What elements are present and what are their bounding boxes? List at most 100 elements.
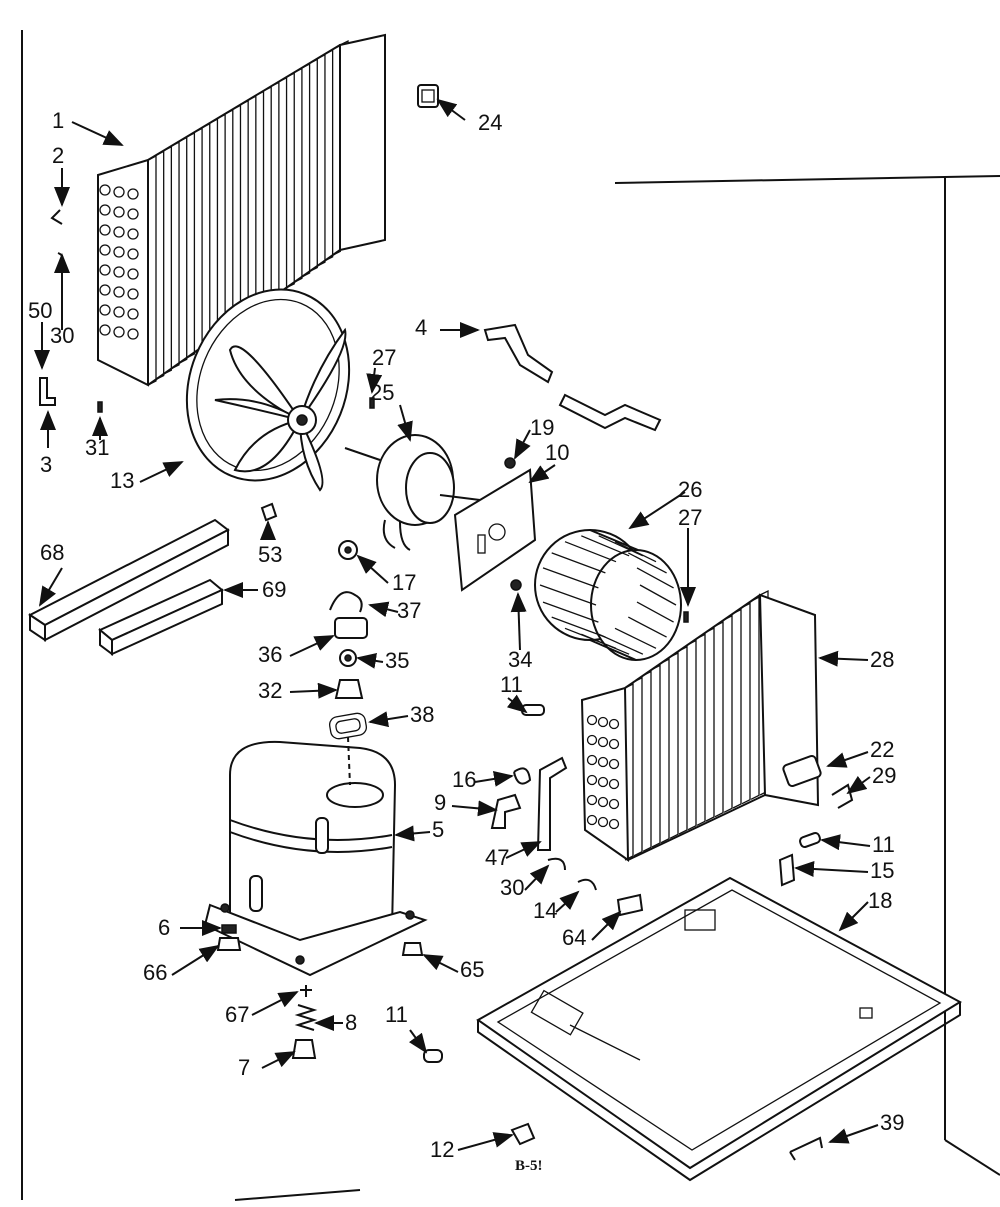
blower-vane bbox=[627, 552, 667, 574]
coil-fin bbox=[270, 81, 280, 300]
part-8-spring bbox=[294, 1004, 318, 1031]
tube-end bbox=[597, 756, 609, 768]
coil-fin bbox=[669, 651, 679, 839]
blower-vane bbox=[627, 616, 667, 638]
coil-fin bbox=[193, 127, 203, 354]
part-24-clip bbox=[417, 84, 439, 108]
tube-end bbox=[608, 718, 620, 730]
leader-line bbox=[408, 1029, 428, 1054]
tube-end bbox=[113, 266, 125, 278]
label-26: 26 bbox=[678, 477, 702, 502]
leader-line bbox=[366, 367, 383, 394]
base-pan bbox=[476, 876, 963, 1182]
coil-fin bbox=[750, 596, 760, 800]
label-11-mid: 11 bbox=[872, 832, 895, 857]
part-53-grommet bbox=[260, 502, 278, 522]
coil-fin bbox=[247, 95, 257, 316]
leader-line bbox=[356, 554, 389, 584]
coil-fin bbox=[687, 639, 697, 831]
part-66-mount bbox=[216, 937, 242, 951]
label-35: 35 bbox=[385, 648, 409, 673]
leader-line bbox=[828, 1124, 879, 1144]
tube-end bbox=[113, 186, 125, 198]
part-27-clip-upper bbox=[369, 397, 375, 409]
leader-line bbox=[510, 592, 527, 651]
part-68-strip bbox=[28, 518, 230, 642]
label-11-upper: 11 bbox=[500, 672, 523, 697]
blower-vane bbox=[639, 584, 677, 606]
tube-end bbox=[586, 774, 598, 786]
part-37-clamp bbox=[329, 591, 363, 613]
coil-fin bbox=[651, 664, 661, 848]
leader-line bbox=[368, 601, 399, 618]
tube-end bbox=[586, 754, 598, 766]
label-3: 3 bbox=[40, 452, 52, 477]
tube-end bbox=[127, 208, 139, 220]
part-47-tube bbox=[536, 756, 568, 851]
coil-fin bbox=[186, 131, 196, 359]
label-66: 66 bbox=[143, 960, 167, 985]
coil-fin bbox=[209, 118, 219, 343]
coil-fin bbox=[278, 76, 288, 294]
label-38: 38 bbox=[410, 702, 434, 727]
leader-line bbox=[506, 694, 528, 714]
leader-line bbox=[555, 890, 580, 913]
label-69: 69 bbox=[262, 577, 286, 602]
label-25: 25 bbox=[370, 380, 394, 405]
label-68: 68 bbox=[40, 540, 64, 565]
tube-end bbox=[113, 206, 125, 218]
coil-fin bbox=[723, 614, 733, 813]
tube-end bbox=[586, 814, 598, 826]
blower-vane bbox=[614, 627, 657, 649]
tube-end bbox=[597, 716, 609, 728]
tube-end bbox=[586, 714, 598, 726]
leader-line bbox=[251, 991, 299, 1016]
coil-fin bbox=[293, 67, 303, 283]
part-2-clip bbox=[50, 209, 63, 225]
tube-end bbox=[127, 188, 139, 200]
label-53: 53 bbox=[258, 542, 282, 567]
label-36: 36 bbox=[258, 642, 282, 667]
coil-fin bbox=[678, 645, 688, 835]
tube-end bbox=[99, 224, 111, 236]
tube-end bbox=[597, 816, 609, 828]
leader-line bbox=[820, 834, 871, 851]
blower-vane bbox=[636, 567, 674, 589]
blower-vane bbox=[598, 633, 644, 655]
tube-end bbox=[99, 264, 111, 276]
label-5: 5 bbox=[432, 817, 444, 842]
blower-vane bbox=[598, 535, 644, 557]
label-30: 30 bbox=[50, 323, 74, 348]
motor-mount-plate bbox=[453, 468, 537, 592]
part-11-screw-b bbox=[799, 832, 821, 848]
part-69-strip bbox=[98, 578, 224, 656]
coil-fin bbox=[642, 670, 652, 852]
blower-vane bbox=[551, 552, 606, 574]
blower-vane bbox=[614, 541, 657, 563]
leader-line bbox=[528, 464, 556, 484]
tube-end bbox=[597, 776, 609, 788]
tube-end bbox=[127, 308, 139, 320]
blower-vane bbox=[581, 535, 630, 557]
label-50: 50 bbox=[28, 298, 52, 323]
label-7: 7 bbox=[238, 1055, 250, 1080]
blower-vane bbox=[564, 541, 617, 563]
tube-end bbox=[608, 818, 620, 830]
blower-wheel bbox=[534, 529, 682, 661]
part-27-clip-lower bbox=[683, 611, 689, 623]
tube-end bbox=[586, 734, 598, 746]
tube-end bbox=[99, 184, 111, 196]
leader-line bbox=[846, 775, 871, 795]
leader-line bbox=[457, 1132, 514, 1151]
coil-fin bbox=[232, 104, 242, 327]
part-15-clip bbox=[778, 853, 796, 887]
coil-fin bbox=[255, 90, 265, 310]
part-65-mount bbox=[401, 942, 424, 956]
leader-line bbox=[171, 944, 220, 976]
leader-line bbox=[356, 652, 384, 669]
leader-line bbox=[524, 864, 550, 891]
label-17: 17 bbox=[392, 570, 416, 595]
label-13: 13 bbox=[110, 468, 134, 493]
tube-end bbox=[608, 758, 620, 770]
